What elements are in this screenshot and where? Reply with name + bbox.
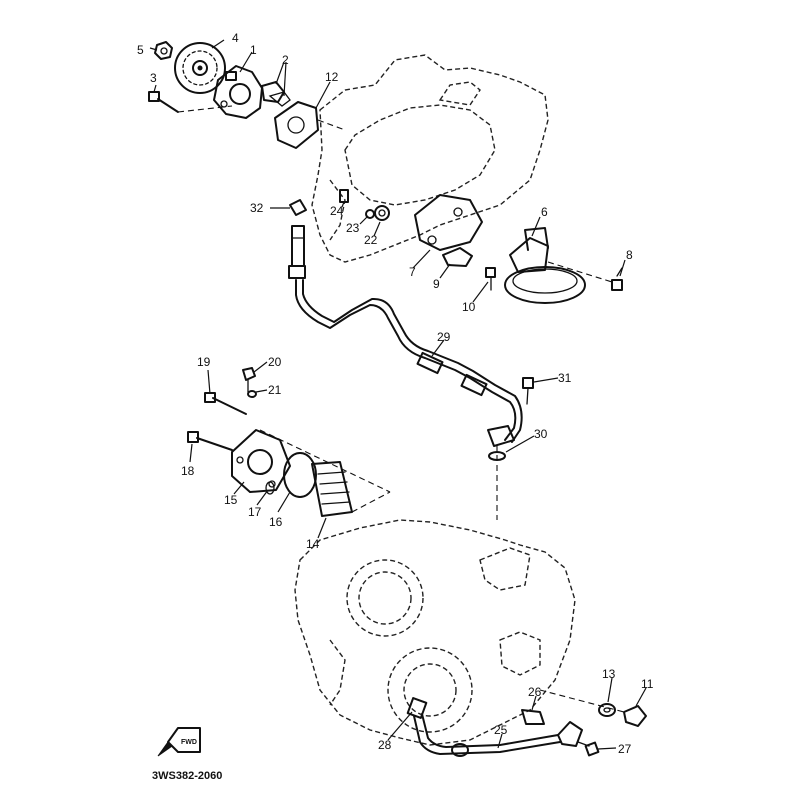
callout-8: 8 bbox=[626, 248, 633, 262]
callout-27: 27 bbox=[618, 742, 632, 756]
callout-16: 16 bbox=[269, 515, 283, 529]
bolt-27 bbox=[577, 741, 600, 757]
pump-gaskets bbox=[261, 81, 291, 107]
callout-28: 28 bbox=[378, 738, 392, 752]
gasket-plate bbox=[274, 101, 346, 149]
oil-hose bbox=[406, 697, 583, 757]
o-ring-30 bbox=[488, 451, 506, 461]
callout-5: 5 bbox=[137, 43, 144, 57]
washer-26 bbox=[521, 709, 545, 725]
callout-23: 23 bbox=[346, 221, 360, 235]
nut bbox=[154, 41, 173, 60]
lower-crankcase bbox=[294, 519, 576, 746]
diagram-code: 3WS382-2060 bbox=[152, 770, 222, 782]
callout-15: 15 bbox=[224, 493, 238, 507]
callout-6: 6 bbox=[541, 205, 548, 219]
callout-labels: 1 2 3 4 5 6 7 8 9 10 11 12 13 14 15 16 1… bbox=[137, 31, 654, 756]
front-direction-mark: FWD bbox=[157, 727, 201, 757]
bracket-plate bbox=[414, 194, 483, 251]
callout-1: 1 bbox=[250, 43, 257, 57]
callout-17: 17 bbox=[248, 505, 262, 519]
callout-14: 14 bbox=[306, 537, 320, 551]
callout-4: 4 bbox=[232, 31, 239, 45]
callout-2: 2 bbox=[282, 53, 289, 67]
callout-19: 19 bbox=[197, 355, 211, 369]
bolt-8 bbox=[611, 267, 623, 291]
oil-strainer bbox=[504, 227, 613, 304]
oil-filter-cover bbox=[231, 429, 291, 493]
callout-20: 20 bbox=[268, 355, 282, 369]
callout-32: 32 bbox=[250, 201, 264, 215]
pipe-bolt-31 bbox=[522, 377, 534, 405]
leader-lines bbox=[149, 39, 647, 750]
oil-delivery-pipe bbox=[288, 225, 523, 520]
callout-22: 22 bbox=[364, 233, 378, 247]
callout-7: 7 bbox=[409, 265, 416, 279]
callout-25: 25 bbox=[494, 723, 508, 737]
oil-pump bbox=[213, 65, 263, 119]
filter-o-rings bbox=[265, 452, 317, 498]
callout-13: 13 bbox=[602, 667, 616, 681]
callout-12: 12 bbox=[325, 70, 339, 84]
callout-24: 24 bbox=[330, 204, 344, 218]
front-mark-label: FWD bbox=[181, 739, 197, 746]
callout-18: 18 bbox=[181, 464, 195, 478]
callout-10: 10 bbox=[462, 300, 476, 314]
callout-29: 29 bbox=[437, 330, 451, 344]
callout-31: 31 bbox=[558, 371, 572, 385]
callout-21: 21 bbox=[268, 383, 282, 397]
clamp bbox=[442, 247, 473, 267]
callout-11: 11 bbox=[641, 677, 654, 691]
callout-30: 30 bbox=[534, 427, 548, 441]
cover-bolts bbox=[187, 367, 257, 451]
oil-filter-element bbox=[259, 429, 391, 517]
bolt-10 bbox=[485, 267, 496, 291]
callout-9: 9 bbox=[433, 277, 440, 291]
washer-13 bbox=[598, 703, 616, 717]
sprocket bbox=[174, 42, 226, 94]
callout-3: 3 bbox=[150, 71, 157, 85]
callout-26: 26 bbox=[528, 685, 542, 699]
drain-plug-11 bbox=[539, 689, 647, 727]
bolt bbox=[148, 91, 233, 113]
upper-crankcase-cover bbox=[311, 54, 549, 263]
